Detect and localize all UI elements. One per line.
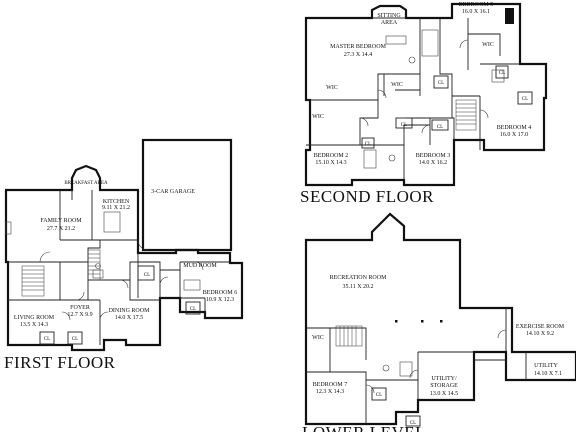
kitchen-island (103, 211, 121, 233)
lower-level-plan: RECREATION ROOM 35.11 X 20.2 EXERCISE RO… (302, 212, 576, 432)
foyer-label: FOYER (70, 305, 90, 311)
closet-label: CL (401, 123, 407, 128)
dining-room-label: DINING ROOM (109, 308, 150, 314)
utility-storage-label-2: STORAGE (430, 383, 458, 389)
wic-label: WIC (391, 82, 403, 88)
hall-bath-vanity (491, 69, 505, 83)
closet-label: CL (437, 125, 443, 130)
second-floor-stairs (455, 99, 477, 131)
closet-label: CL (190, 307, 196, 312)
master-bedroom-dimensions: 27.3 X 14.4 (344, 52, 372, 58)
living-room-dimensions: 13.5 X 14.3 (20, 322, 48, 328)
recreation-room-label: RECREATION ROOM (330, 275, 388, 281)
exercise-room-label: EXERCISE ROOM (516, 324, 565, 330)
bedroom-5-dimensions: 16.0 X 16.1 (462, 9, 490, 15)
lower-level-outer-wall (304, 212, 576, 426)
closet-label: CL (376, 393, 382, 398)
bedroom-2-dimensions: 15.10 X 14.3 (315, 160, 346, 166)
bedroom-2-label: BEDROOM 2 (314, 153, 349, 159)
first-floor-plan: BREAKFAST AREA KITCHEN 9.11 X 21.2 FAMIL… (4, 138, 244, 372)
garage-label: 3-CAR GARAGE (151, 189, 195, 195)
wic-label: WIC (482, 42, 494, 48)
living-room-label: LIVING ROOM (14, 315, 55, 321)
closet-label: CL (72, 337, 78, 342)
wic-label: WIC (312, 335, 324, 341)
lower-level-interior-walls (306, 308, 527, 424)
dining-room-dimensions: 14.0 X 17.5 (115, 315, 143, 321)
utility-storage-label: UTILITY/ (431, 376, 457, 382)
family-room-label: FAMILY ROOM (40, 218, 82, 224)
sitting-area-label: SITTING (377, 13, 401, 19)
first-floor-outer-wall (4, 164, 244, 352)
lower-bath-vanity (399, 361, 413, 377)
second-floor-outer-wall (304, 2, 548, 187)
garage-wall (141, 138, 233, 252)
second-floor-plan: SITTING AREA MASTER BEDROOM 27.3 X 14.4 … (300, 2, 548, 206)
master-bedroom-label: MASTER BEDROOM (330, 44, 387, 50)
bedroom-4-dimensions: 16.0 X 17.0 (500, 132, 528, 138)
closet-label: CL (410, 421, 416, 426)
bedroom-6-label: BEDROOM 6 (203, 290, 238, 296)
kitchen-dimensions: 9.11 X 21.2 (102, 205, 130, 211)
closet-label: CL (365, 142, 371, 147)
bedroom-6-dimensions: 10.9 X 12.3 (206, 297, 234, 303)
master-bath-tub (421, 29, 439, 57)
wic-label: WIC (312, 114, 324, 120)
closet-label: CL (144, 273, 150, 278)
lower-level-stairs (335, 325, 363, 347)
bedroom-4-label: BEDROOM 4 (497, 125, 532, 131)
recreation-room-dimensions: 35.11 X 20.2 (342, 284, 373, 290)
utility-storage-dimensions: 13.0 X 14.5 (430, 391, 458, 397)
exercise-room-dimensions: 14.10 X 9.2 (526, 331, 554, 337)
foyer-dimensions: 12.7 X 9.9 (67, 312, 92, 318)
bedroom-3-dimensions: 14.0 X 16.2 (419, 160, 447, 166)
mud-room-bench (183, 279, 201, 291)
kitchen-label: KITCHEN (103, 199, 130, 205)
bedroom-7-dimensions: 12.3 X 14.3 (316, 389, 344, 395)
utility-dimensions: 14.10 X 7.1 (534, 371, 562, 377)
closet-label: CL (499, 71, 505, 76)
lower-bath-toilet (382, 364, 390, 372)
first-floor-title: FIRST FLOOR (4, 353, 116, 372)
powder-room-toilet (95, 263, 101, 269)
bedroom-3-label: BEDROOM 3 (416, 153, 451, 159)
closet-label: CL (44, 337, 50, 342)
bedroom-5-fireplace (505, 8, 514, 24)
sitting-area-label-2: AREA (381, 20, 398, 26)
closet-label: CL (438, 81, 444, 86)
closet-label: CL (522, 97, 528, 102)
breakfast-area-label: BREAKFAST AREA (64, 181, 108, 186)
family-room-dimensions: 27.7 X 21.2 (47, 226, 75, 232)
bedroom-5-label: BEDROOM 5 (459, 2, 494, 8)
powder-room-fixture (92, 269, 104, 279)
utility-label: UTILITY (534, 363, 558, 369)
fireplace (5, 221, 12, 235)
mud-room-label: MUD ROOM (183, 263, 217, 269)
lower-level-title: LOWER LEVEL (302, 423, 426, 432)
bedroom-7-label: BEDROOM 7 (313, 382, 348, 388)
wic-label: WIC (326, 85, 338, 91)
master-bath-toilet (408, 56, 416, 64)
first-floor-stairs (21, 249, 101, 297)
master-bath-vanity (385, 35, 407, 45)
second-floor-title: SECOND FLOOR (300, 187, 434, 206)
bath-toilet (388, 154, 396, 162)
bath-vanity (363, 149, 377, 169)
second-floor-interior-walls (306, 18, 520, 180)
